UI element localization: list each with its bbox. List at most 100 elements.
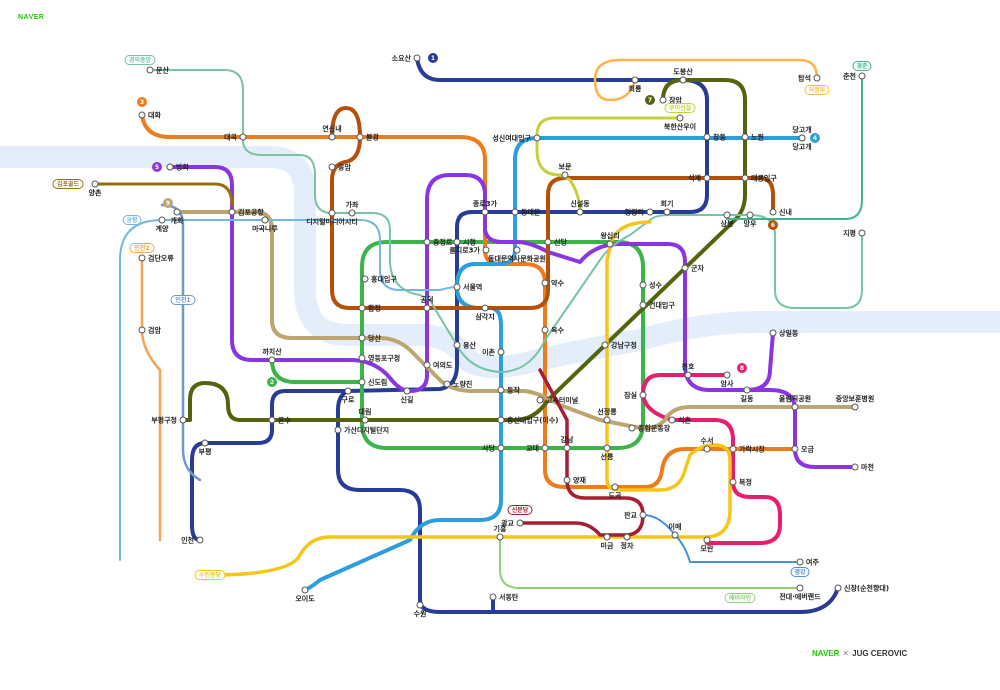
station-marker[interactable] — [791, 403, 799, 411]
station-marker[interactable] — [743, 386, 751, 394]
station-marker[interactable] — [563, 444, 571, 452]
station-marker[interactable] — [453, 238, 461, 246]
station-marker[interactable] — [623, 533, 631, 541]
station-marker[interactable] — [358, 378, 366, 386]
station-marker[interactable] — [497, 386, 505, 394]
station[interactable]: 기흥 — [494, 524, 507, 541]
station[interactable]: 부평구청 — [151, 416, 187, 425]
station-marker[interactable] — [344, 387, 352, 395]
station-marker[interactable] — [146, 66, 154, 74]
station[interactable]: 옥수 — [541, 326, 564, 335]
station-marker[interactable] — [453, 283, 461, 291]
station[interactable]: 가산디지털단지 — [334, 426, 389, 435]
station[interactable]: 온수 — [268, 416, 291, 425]
station-marker[interactable] — [603, 444, 611, 452]
station[interactable]: 종합운동장 — [628, 424, 671, 433]
station-marker[interactable] — [544, 238, 552, 246]
station-marker[interactable] — [358, 354, 366, 362]
station-marker[interactable] — [268, 416, 276, 424]
station-marker[interactable] — [403, 387, 411, 395]
station[interactable]: 연신내 — [322, 124, 342, 141]
station[interactable]: 전대·에버랜드 — [779, 584, 821, 601]
station[interactable]: 양재 — [563, 476, 586, 485]
station[interactable]: 문산 — [146, 66, 169, 75]
station-marker[interactable] — [358, 304, 366, 312]
station[interactable]: 을지로3가 — [449, 246, 490, 255]
station[interactable]: 도곡 — [609, 483, 622, 500]
station[interactable]: 교대 — [526, 444, 549, 453]
station[interactable]: 신도림 — [358, 378, 387, 387]
station[interactable]: 오이도 — [295, 586, 315, 603]
station-marker[interactable] — [443, 380, 451, 388]
station[interactable]: 왕십리 — [600, 231, 620, 248]
station[interactable]: 충정로 — [423, 238, 453, 247]
station[interactable]: 장암 — [659, 96, 682, 105]
station-marker[interactable] — [561, 171, 569, 179]
station[interactable]: 선정릉 — [597, 407, 617, 424]
station[interactable]: 강남구청 — [601, 341, 637, 350]
station[interactable]: 태릉입구 — [741, 174, 777, 183]
station[interactable]: 서동탄 — [489, 593, 519, 602]
station[interactable]: 구로 — [342, 387, 355, 404]
station[interactable]: 회기 — [661, 199, 674, 216]
station-marker[interactable] — [628, 424, 636, 432]
station[interactable]: 망우 — [744, 211, 757, 228]
station[interactable]: 군자 — [681, 264, 704, 273]
station-marker[interactable] — [703, 174, 711, 182]
station[interactable]: 가락시장 — [729, 445, 765, 454]
station-marker[interactable] — [703, 536, 711, 544]
station-marker[interactable] — [796, 584, 804, 592]
station[interactable]: 선릉 — [601, 444, 614, 461]
station-marker[interactable] — [741, 174, 749, 182]
station[interactable]: 창동 — [703, 133, 726, 142]
station[interactable]: 종로3가 — [473, 199, 498, 216]
station-marker[interactable] — [239, 133, 247, 141]
station-marker[interactable] — [536, 396, 544, 404]
station[interactable]: 까치산 — [262, 347, 282, 364]
station-marker[interactable] — [858, 72, 866, 80]
station[interactable]: 삼각지 — [475, 304, 495, 321]
station[interactable]: 올림픽공원 — [779, 394, 811, 411]
station[interactable]: 석계 — [688, 174, 711, 183]
station-marker[interactable] — [769, 208, 777, 216]
station-marker[interactable] — [201, 439, 209, 447]
station-marker[interactable] — [703, 445, 711, 453]
station[interactable]: 신길 — [401, 387, 414, 404]
station[interactable]: 동작 — [497, 386, 520, 395]
station[interactable]: 복정 — [729, 478, 752, 487]
station[interactable]: 마곡나루 — [252, 216, 278, 233]
station-marker[interactable] — [668, 416, 676, 424]
station[interactable]: 가좌 — [346, 200, 359, 217]
station[interactable]: 춘천 — [843, 72, 866, 81]
station[interactable]: 모란 — [701, 536, 714, 553]
station-marker[interactable] — [482, 246, 490, 254]
station[interactable]: 계양 — [156, 216, 169, 233]
station-marker[interactable] — [723, 371, 731, 379]
station-marker[interactable] — [603, 533, 611, 541]
station-marker[interactable] — [513, 246, 521, 254]
station-marker[interactable] — [606, 240, 614, 248]
station-marker[interactable] — [646, 208, 654, 216]
station[interactable]: 여주 — [796, 558, 819, 567]
station-marker[interactable] — [703, 133, 711, 141]
station-marker[interactable] — [679, 76, 687, 84]
station[interactable]: 수서 — [701, 436, 714, 453]
station[interactable]: 신당 — [544, 238, 567, 247]
station[interactable]: 석촌 — [668, 416, 691, 425]
station[interactable]: 동대문 — [511, 208, 541, 217]
station[interactable]: 미금 — [601, 533, 614, 550]
station[interactable]: 이매 — [669, 522, 682, 539]
station-marker[interactable] — [416, 601, 424, 609]
station-marker[interactable] — [611, 483, 619, 491]
station-marker[interactable] — [481, 208, 489, 216]
station[interactable]: 대림 — [359, 407, 372, 424]
station-marker[interactable] — [723, 211, 731, 219]
station-marker[interactable] — [348, 209, 356, 217]
station-marker[interactable] — [851, 463, 859, 471]
station-marker[interactable] — [631, 76, 639, 84]
station[interactable]: 대화 — [138, 111, 161, 120]
station[interactable]: 암사 — [721, 371, 734, 388]
station[interactable]: 개화 — [171, 208, 184, 225]
station[interactable]: 천호 — [682, 362, 695, 379]
station[interactable]: 서울역 — [453, 283, 482, 292]
